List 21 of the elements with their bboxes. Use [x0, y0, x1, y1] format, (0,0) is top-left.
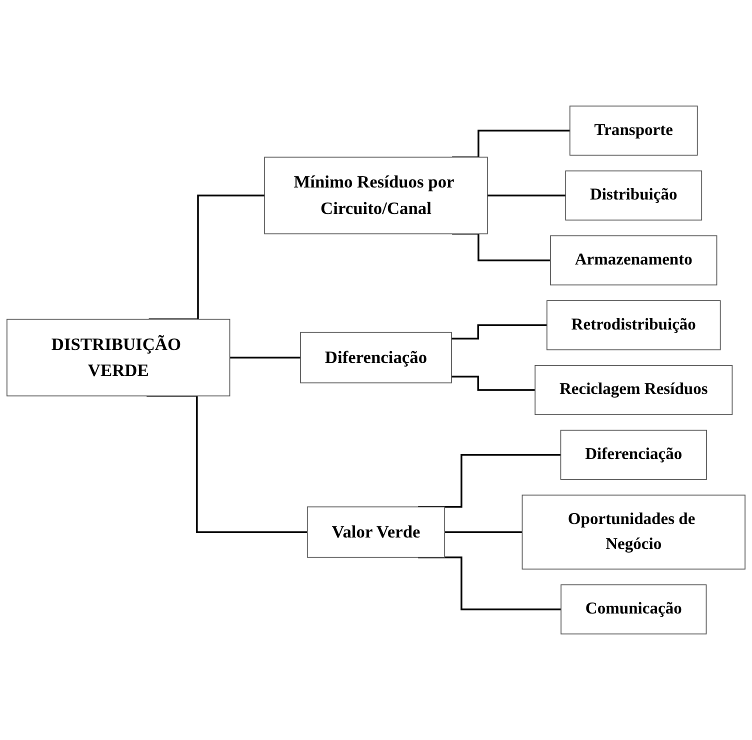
node-box: Reciclagem Resíduos: [534, 365, 733, 416]
node-box: Retrodistribuição: [546, 300, 721, 350]
node-box: Mínimo Resíduos por Circuito/Canal: [264, 156, 488, 234]
node-box: Comunicação: [560, 584, 707, 634]
connector: [451, 376, 536, 391]
node-box: Oportunidades de Negócio: [522, 494, 746, 570]
node-box: Valor Verde: [306, 506, 446, 558]
connector: [452, 232, 550, 262]
connector: [230, 356, 301, 358]
connector: [148, 194, 265, 320]
node-box: Distribuição: [565, 170, 702, 221]
connector: [444, 531, 522, 533]
node-box: Transporte: [569, 106, 698, 156]
connector: [451, 324, 547, 340]
connector: [452, 130, 570, 158]
node-box: DISTRIBUIÇÃO VERDE: [6, 318, 230, 396]
node-box: Diferenciação: [300, 332, 452, 384]
node-box: Armazenamento: [550, 235, 718, 286]
connector: [487, 194, 566, 196]
connector: [146, 395, 308, 533]
node-box: Diferenciação: [560, 430, 707, 480]
